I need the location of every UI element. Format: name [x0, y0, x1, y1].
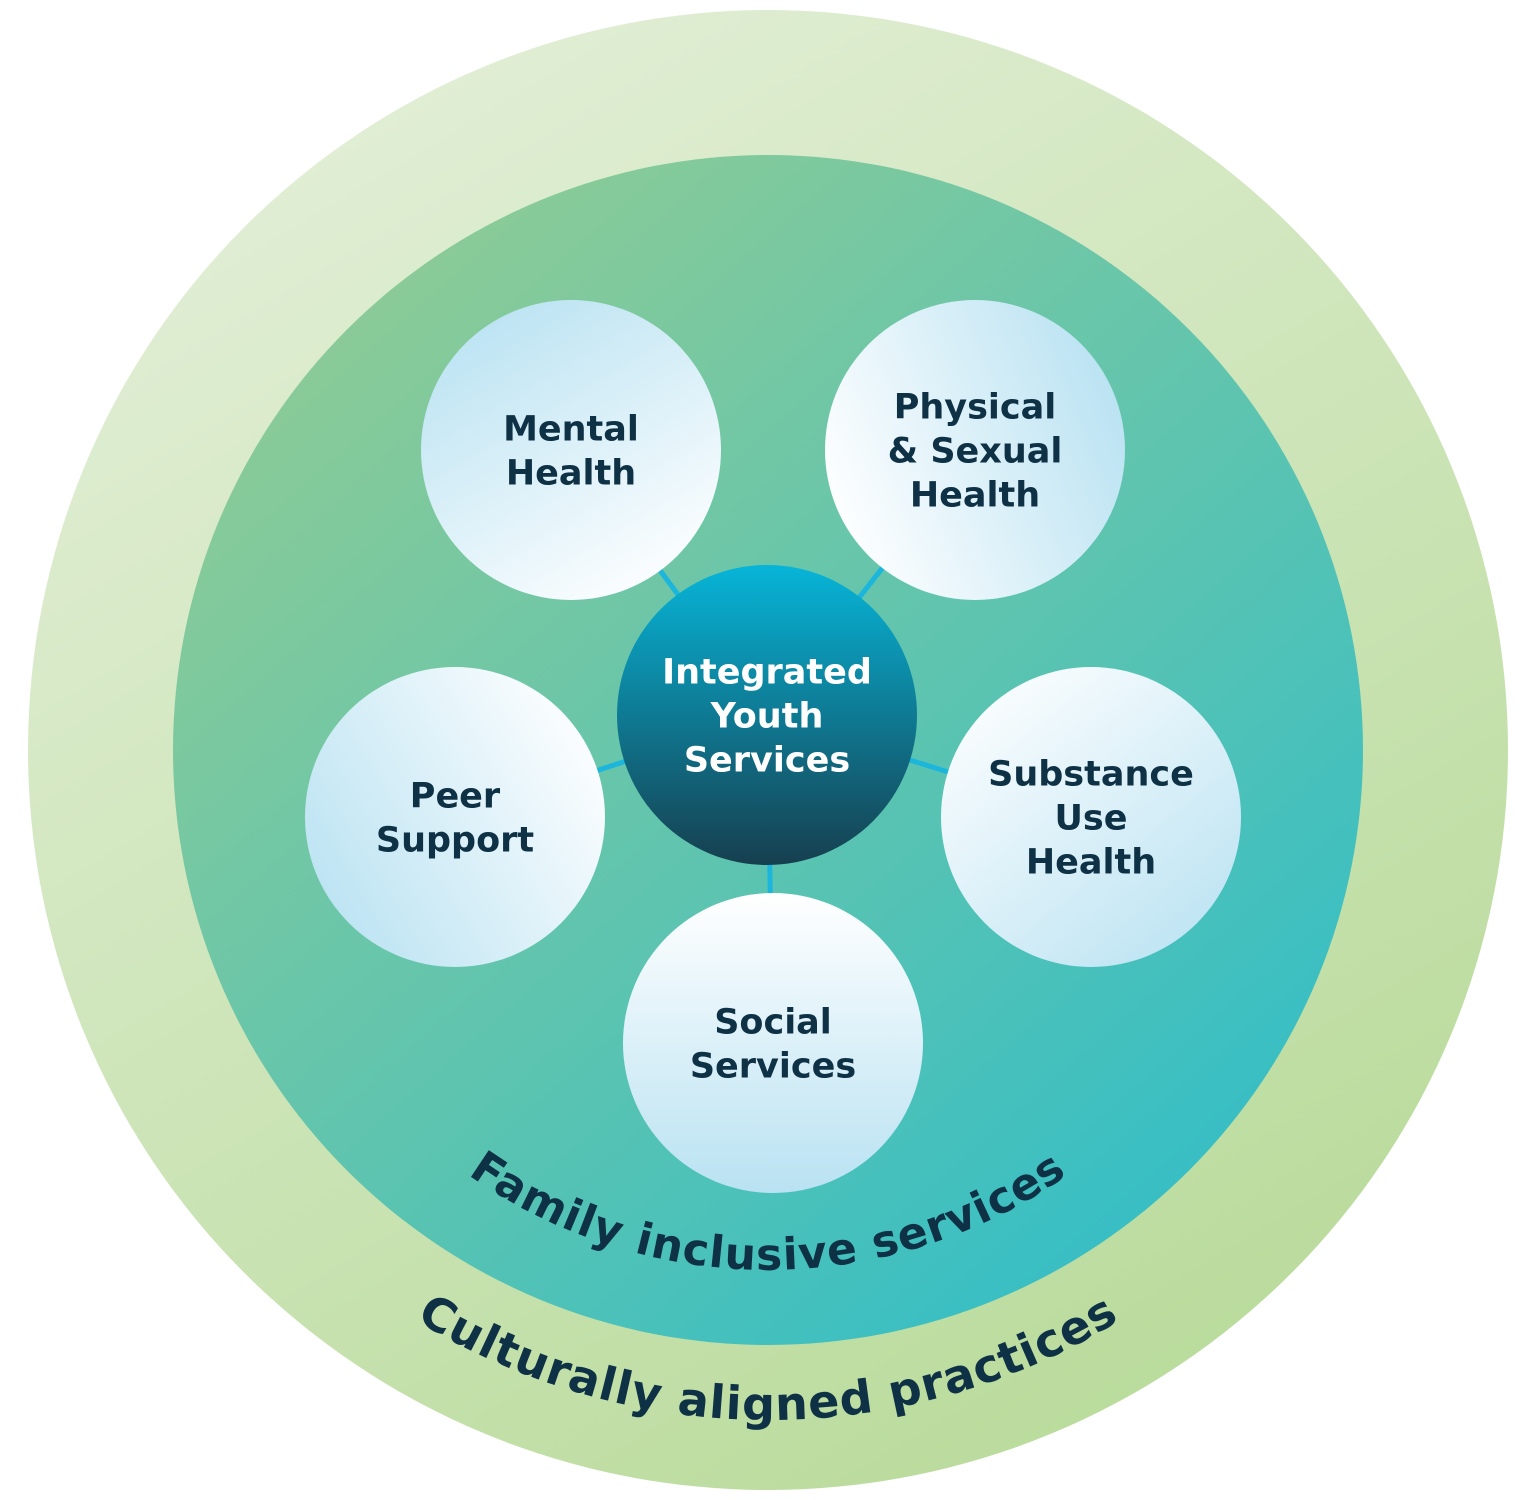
service-node-circle: [305, 667, 605, 967]
connectors: [592, 563, 953, 898]
service-node-label-line: Physical: [894, 388, 1057, 428]
service-node-label-line: Use: [1055, 799, 1128, 839]
service-node-label-line: Substance: [988, 755, 1194, 795]
connector-line-mental-health: [655, 565, 683, 600]
connector-line-substance-use-health: [905, 756, 953, 776]
connector-line-peer-support: [592, 757, 630, 775]
hub-label-line: Integrated: [662, 653, 872, 693]
service-node-label-line: Health: [910, 476, 1040, 516]
connector-line-physical-sexual-health: [855, 563, 887, 602]
service-node-label-line: Peer: [410, 777, 501, 817]
connector-line-social-services: [767, 860, 773, 898]
hub-label-line: Services: [684, 741, 850, 781]
service-node-circle: [623, 893, 923, 1193]
service-node-circle: [941, 667, 1241, 967]
service-node-label-line: Support: [376, 821, 534, 861]
service-node-label-line: Social: [714, 1003, 832, 1043]
service-node-label-line: Health: [1026, 843, 1156, 883]
hub-label-line: Youth: [710, 697, 824, 737]
service-node-circle: [825, 300, 1125, 600]
service-node-label-line: Health: [506, 454, 636, 494]
service-node-circle: [421, 300, 721, 600]
service-node-label-line: & Sexual: [888, 432, 1063, 472]
service-node-label-line: Mental: [503, 410, 639, 450]
service-node-label-line: Services: [690, 1047, 856, 1087]
hub-circle: [617, 565, 917, 865]
